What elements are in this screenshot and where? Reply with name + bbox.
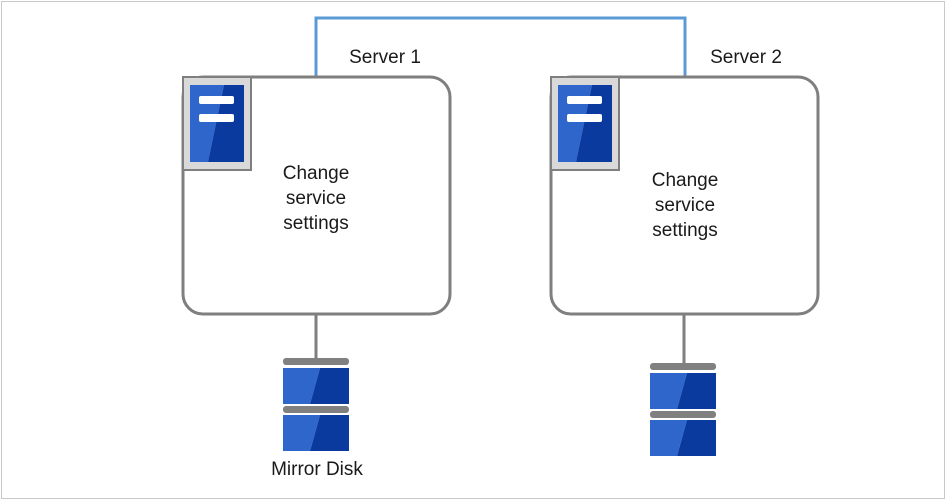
mirror-disk-2-icon bbox=[650, 363, 716, 456]
server-1-icon bbox=[182, 76, 252, 171]
server-2-text-line-3: settings bbox=[652, 220, 718, 241]
mirror-disk-1-icon bbox=[283, 358, 349, 451]
server-1-text-line-3: settings bbox=[283, 213, 349, 234]
server-1-text: Change service settings bbox=[216, 161, 416, 236]
server-2-text-line-2: service bbox=[654, 195, 716, 216]
mirror-disk-label: Mirror Disk bbox=[271, 459, 363, 480]
server-1-text-line-1: Change bbox=[282, 163, 350, 184]
server-2-text-line-1: Change bbox=[651, 170, 719, 191]
server-1-label: Server 1 bbox=[349, 47, 421, 68]
network-line bbox=[314, 16, 687, 77]
server-2-text: Change service settings bbox=[585, 168, 785, 243]
server-2-label: Server 2 bbox=[710, 47, 782, 68]
server-2-icon bbox=[550, 76, 620, 171]
server-1-text-line-2: service bbox=[285, 188, 347, 209]
